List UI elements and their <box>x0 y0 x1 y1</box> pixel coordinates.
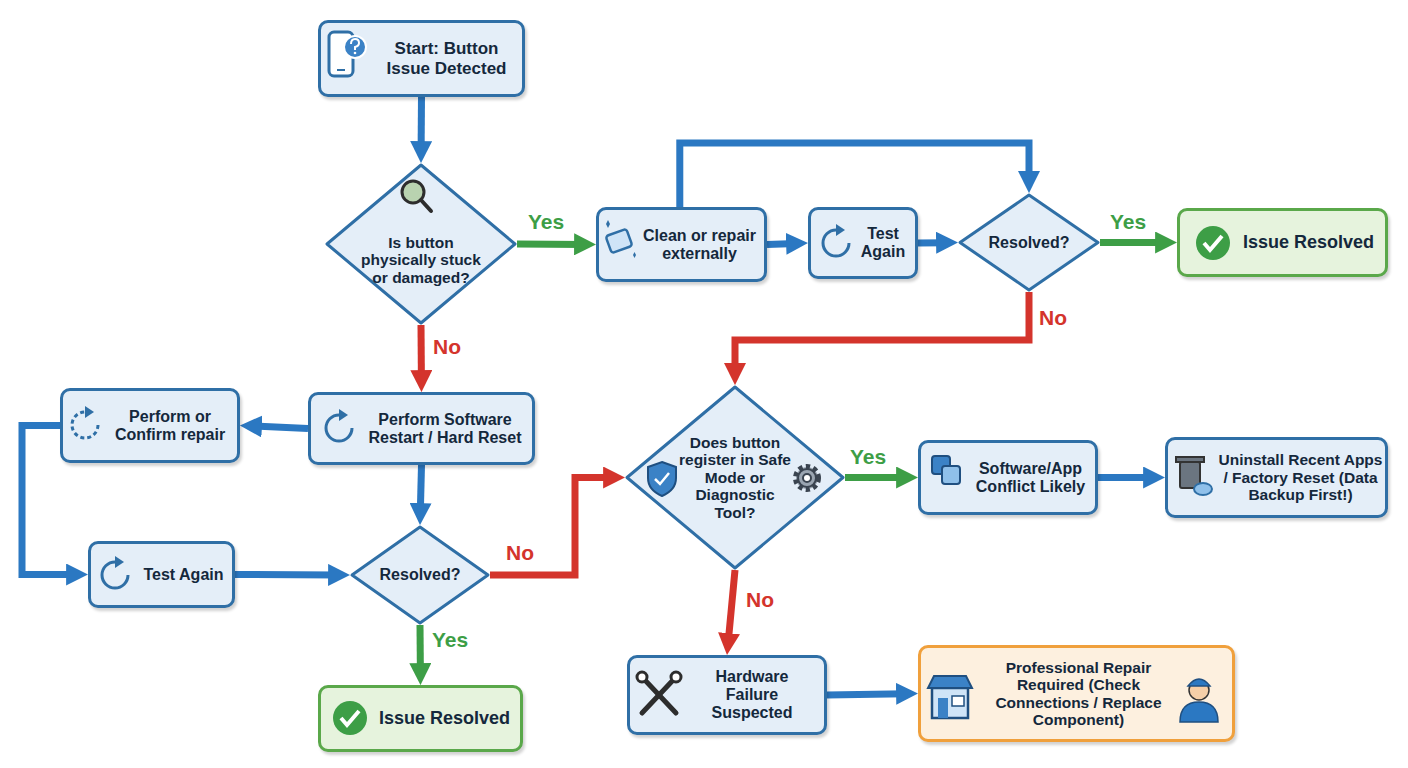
node-text: Start: Button Issue Detected <box>377 39 516 77</box>
node-text: Software/App Conflict Likely <box>969 460 1092 496</box>
process-box: Test Again <box>808 207 918 279</box>
flow-arrow <box>1100 239 1165 246</box>
end-box: Issue Resolved <box>1177 208 1388 277</box>
edge-label: Yes <box>850 445 886 469</box>
flow-arrow <box>418 97 425 151</box>
node-text: Issue Resolved <box>379 708 510 728</box>
node-text: Professional Repair Required (Check Conn… <box>983 659 1174 728</box>
diamond-shape <box>960 195 1098 290</box>
node-text: Test Again <box>143 566 223 584</box>
process-box: Software/App Conflict Likely <box>918 440 1098 515</box>
node-text: Resolved? <box>989 234 1070 252</box>
flow-arrow <box>918 239 946 246</box>
diamond-shape <box>352 527 488 623</box>
edge-label: No <box>506 541 534 565</box>
flow-arrow <box>767 243 796 244</box>
flow-arrow <box>252 426 308 428</box>
edge-label: No <box>433 335 461 359</box>
process-box: Clean or repair externally <box>596 207 767 282</box>
decision-diamond: Does button register in Safe Mode or Dia… <box>625 385 845 570</box>
diamond-shape <box>627 387 843 568</box>
flow-arrow <box>420 465 421 513</box>
edge-label: No <box>746 588 774 612</box>
process-box: Perform Software Restart / Hard Reset <box>308 392 535 465</box>
decision-diamond: Resolved? <box>958 193 1100 292</box>
flow-arrow <box>517 241 584 248</box>
refresh-icon <box>72 230 849 588</box>
start-box: Start: Button Issue Detected <box>318 20 525 97</box>
flow-arrow <box>728 570 735 643</box>
process-box: Test Again <box>88 541 235 608</box>
node-text: Test Again <box>855 225 911 261</box>
edge-label: Yes <box>432 628 468 652</box>
decision-diamond: Is button physically stuck or damaged? <box>325 163 517 325</box>
end-box: Issue Resolved <box>318 685 523 752</box>
flow-arrow <box>490 478 613 576</box>
node-text: Does button register in Safe Mode or Dia… <box>676 434 794 521</box>
edge-label: Yes <box>1110 210 1146 234</box>
flow-arrow <box>827 694 906 695</box>
process-box: Perform or Confirm repair <box>60 388 240 463</box>
flow-arrow <box>1098 474 1153 481</box>
node-text: Clean or repair externally <box>639 227 760 263</box>
process-box: Hardware Failure Suspected <box>627 655 827 735</box>
flow-arrow <box>417 625 424 673</box>
node-text: Perform or Confirm repair <box>107 408 233 444</box>
flow-arrow <box>418 325 425 380</box>
edge-label: No <box>1039 306 1067 330</box>
flow-arrow <box>735 292 1029 373</box>
process-box: Uninstall Recent Apps / Factory Reset (D… <box>1165 437 1388 518</box>
node-text: Hardware Failure Suspected <box>704 668 800 722</box>
flow-arrow <box>845 474 906 481</box>
node-text: Resolved? <box>380 566 461 584</box>
terminal-box: Professional Repair Required (Check Conn… <box>918 645 1235 742</box>
node-text: Uninstall Recent Apps / Factory Reset (D… <box>1218 451 1383 503</box>
node-text: Is button physically stuck or damaged? <box>352 234 490 286</box>
diamond-shape <box>327 165 515 323</box>
edge-label: Yes <box>528 210 564 234</box>
node-text: Perform Software Restart / Hard Reset <box>361 411 529 447</box>
node-text: Issue Resolved <box>1243 232 1374 252</box>
decision-diamond: Resolved? <box>350 525 490 625</box>
flow-arrow <box>235 571 338 578</box>
flow-arrow <box>680 143 1029 207</box>
